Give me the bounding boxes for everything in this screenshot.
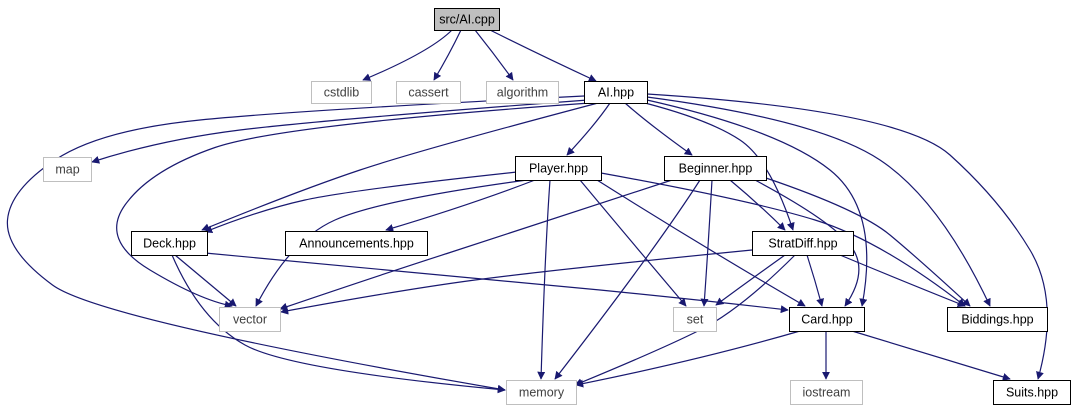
node-label: map (55, 163, 79, 177)
edge-stratdiff-hpp-to-set (715, 254, 786, 306)
edge-card-hpp-to-memory (575, 330, 801, 388)
node-label: Beginner.hpp (679, 162, 753, 176)
edge-deck-hpp-to-memory (171, 254, 506, 394)
edge-beginner-hpp-to-stratdiff-hpp (729, 179, 786, 231)
edge-ai-hpp-to-memory (6, 95, 585, 393)
node-box (506, 380, 577, 405)
node-box (993, 380, 1071, 405)
edge-beginner-hpp-to-memory (554, 179, 701, 380)
node-label: Player.hpp (529, 162, 588, 176)
edge-ai-hpp-to-map (91, 99, 589, 164)
edge-ai-hpp-to-suits-hpp (646, 93, 1048, 380)
node-label: src/AI.cpp (439, 13, 495, 27)
node-ai-cpp[interactable]: src/AI.cpp (434, 8, 500, 31)
node-box (396, 81, 461, 104)
node-set: set (673, 307, 717, 332)
edge-player-hpp-to-vector (255, 179, 528, 307)
node-suits-hpp[interactable]: Suits.hpp (993, 380, 1071, 405)
node-box (285, 231, 428, 256)
node-card-hpp[interactable]: Card.hpp (789, 307, 865, 332)
edge-player-hpp-to-set (579, 179, 687, 307)
node-box (947, 307, 1048, 332)
edge-ai-cpp-to-algorithm (474, 29, 514, 81)
node-box (664, 156, 767, 181)
edge-beginner-hpp-to-set (700, 179, 713, 307)
node-cstdlib: cstdlib (311, 81, 372, 104)
node-box (584, 81, 648, 104)
edge-player-hpp-to-deck-hpp (204, 171, 518, 234)
node-box (43, 157, 92, 182)
edge-player-hpp-to-biddings-hpp (600, 172, 966, 307)
node-box (486, 81, 559, 104)
node-label: Biddings.hpp (961, 313, 1033, 327)
edge-ai-cpp-to-cassert (433, 29, 462, 81)
edge-deck-hpp-to-vector (174, 254, 237, 307)
node-box (434, 8, 500, 31)
node-biddings-hpp[interactable]: Biddings.hpp (947, 307, 1048, 332)
edge-stratdiff-hpp-to-card-hpp (806, 254, 824, 307)
node-box (219, 307, 281, 332)
node-label: memory (519, 386, 565, 400)
edge-deck-hpp-to-card-hpp (204, 252, 789, 314)
node-label: cstdlib (324, 86, 359, 100)
edge-ai-cpp-to-ai-hpp (489, 29, 597, 82)
node-announcements-hpp[interactable]: Announcements.hpp (285, 231, 428, 256)
edge-ai-hpp-to-player-hpp (566, 102, 611, 156)
node-label: AI.hpp (598, 86, 634, 100)
edge-ai-hpp-to-biddings-hpp (646, 96, 991, 307)
edge-beginner-hpp-to-vector (279, 179, 673, 311)
edge-ai-cpp-to-cstdlib (362, 29, 453, 81)
edge-beginner-hpp-to-biddings-hpp (765, 177, 971, 307)
nodes-layer: src/AI.cpp cstdlib cassert algorithm AI.hpp m… (43, 8, 1071, 405)
edge-ai-hpp-to-beginner-hpp (624, 102, 693, 156)
node-deck-hpp[interactable]: Deck.hpp (131, 231, 208, 256)
node-label: set (687, 313, 704, 327)
node-label: Deck.hpp (143, 237, 196, 251)
node-label: iostream (803, 386, 851, 400)
node-box (515, 156, 602, 181)
node-box (131, 231, 208, 256)
node-label: Card.hpp (801, 313, 852, 327)
node-label: cassert (408, 86, 449, 100)
node-label: vector (233, 313, 267, 327)
node-cassert: cassert (396, 81, 461, 104)
node-player-hpp[interactable]: Player.hpp (515, 156, 602, 181)
edge-stratdiff-hpp-to-biddings-hpp (839, 254, 966, 308)
edge-ai-hpp-to-card-hpp (646, 99, 868, 307)
node-label: StratDiff.hpp (768, 237, 837, 251)
node-box (752, 231, 854, 256)
edge-card-hpp-to-suits-hpp (851, 330, 1011, 381)
node-map: map (43, 157, 92, 182)
node-box (790, 380, 863, 405)
node-stratdiff-hpp[interactable]: StratDiff.hpp (752, 231, 854, 256)
node-algorithm: algorithm (486, 81, 559, 104)
node-ai-hpp[interactable]: AI.hpp (584, 81, 648, 104)
node-label: Suits.hpp (1006, 386, 1058, 400)
edge-player-hpp-to-memory (537, 179, 551, 380)
node-box (673, 307, 717, 332)
node-box (789, 307, 865, 332)
node-vector: vector (219, 307, 281, 332)
edge-player-hpp-to-announcements-hpp (385, 179, 536, 232)
node-iostream: iostream (790, 380, 863, 405)
node-memory: memory (506, 380, 577, 405)
node-label: Announcements.hpp (299, 237, 414, 251)
node-beginner-hpp[interactable]: Beginner.hpp (664, 156, 767, 181)
edge-ai-hpp-to-vector (116, 102, 591, 309)
edges-layer (6, 29, 1048, 394)
node-box (311, 81, 372, 104)
node-label: algorithm (497, 86, 548, 100)
edge-ai-hpp-to-deck-hpp (201, 102, 599, 231)
edge-stratdiff-hpp-to-vector (280, 249, 753, 315)
